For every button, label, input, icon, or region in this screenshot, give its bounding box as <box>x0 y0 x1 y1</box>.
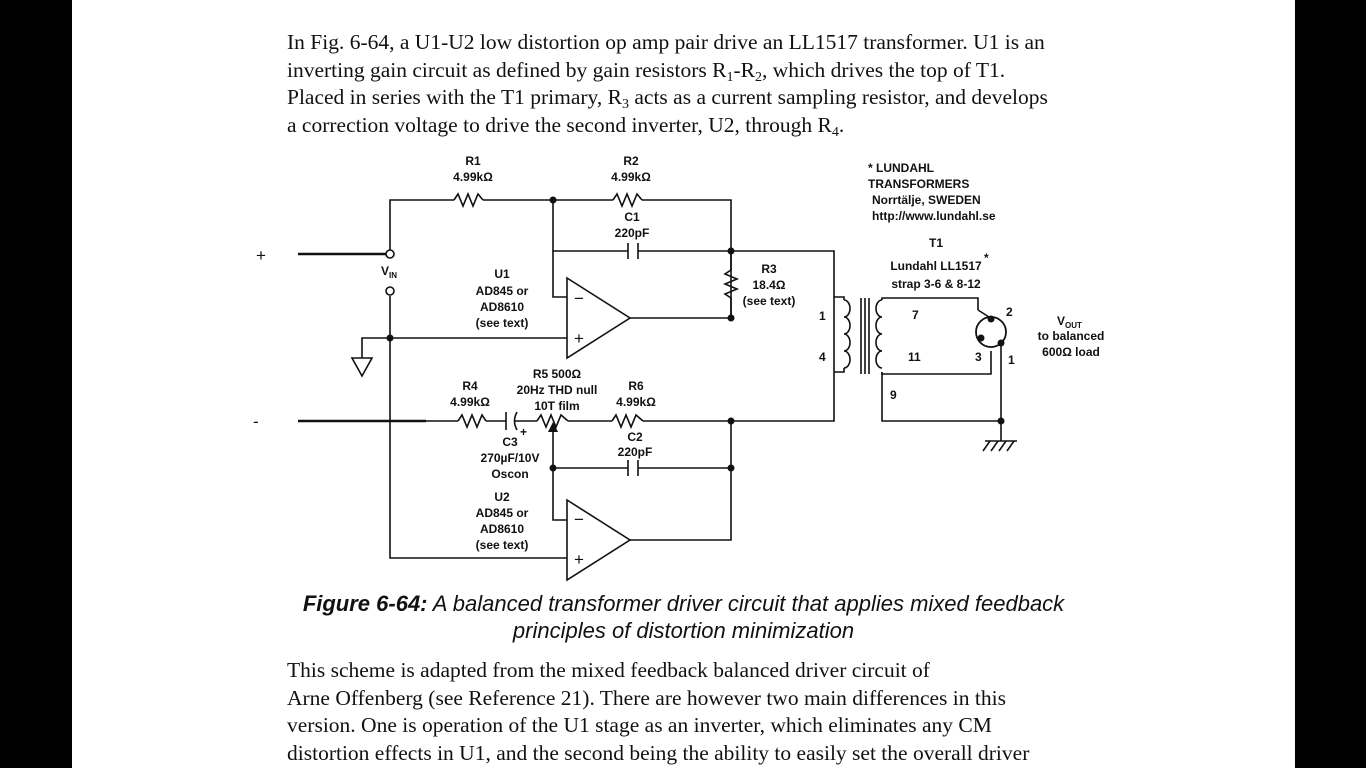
resistor-r5-icon <box>536 412 569 430</box>
xlr-pin-label: 1 <box>1008 353 1015 367</box>
c1-name: C1 <box>624 210 640 224</box>
t1-pin-label: 1 <box>819 309 826 323</box>
xlr-connector-icon <box>975 309 1007 348</box>
figure-caption-label: Figure 6-64: <box>302 591 428 616</box>
lundahl-note: http://www.lundahl.se <box>872 209 996 223</box>
transformer-t1-icon <box>843 298 883 374</box>
r3-note: (see text) <box>743 294 796 308</box>
u2-label: (see text) <box>476 538 529 552</box>
lundahl-note: * LUNDAHL <box>868 161 934 175</box>
vout-note: 600Ω load <box>1042 345 1100 359</box>
r3-name: R3 <box>761 262 777 276</box>
junctions <box>385 196 1005 472</box>
t1-asterisk: * <box>984 251 989 265</box>
r4-value: 4.99kΩ <box>450 395 490 409</box>
circuit-schematic: + - VIN R1 4.99kΩ R2 4.99kΩ C1 220pF R3 … <box>253 154 1105 582</box>
r5-wiper-icon <box>548 422 558 432</box>
u1-noninverting-input: + <box>574 329 584 348</box>
body-line: version. One is operation of the U1 stag… <box>287 713 992 738</box>
capacitor-c1-icon <box>627 243 639 259</box>
t1-pin-label: 11 <box>908 350 921 364</box>
figure-caption: Figure 6-64: A balanced transformer driv… <box>72 590 1295 644</box>
c3-label: Oscon <box>491 467 528 481</box>
ground-icon <box>350 357 374 378</box>
u1-label: U1 <box>494 267 510 281</box>
intro-line: a correction voltage to drive the second… <box>287 112 845 140</box>
resistor-r4-icon <box>457 412 487 430</box>
r3-value: 18.4Ω <box>753 278 786 292</box>
vin-label: VIN <box>381 264 397 280</box>
u2-noninverting-input: + <box>574 550 584 569</box>
t1-label: strap 3-6 & 8-12 <box>891 277 981 291</box>
t1-label: Lundahl LL1517 <box>890 259 982 273</box>
intro-line: inverting gain circuit as defined by gai… <box>287 57 1006 85</box>
u1-inverting-input: − <box>574 289 584 308</box>
resistor-r3-icon <box>722 269 740 299</box>
resistor-r1-icon <box>453 191 484 209</box>
intro-paragraph: In Fig. 6-64, a U1-U2 low distortion op … <box>287 29 1048 139</box>
body-paragraph: This scheme is adapted from the mixed fe… <box>287 657 1029 767</box>
resistor-r2-icon <box>612 191 643 209</box>
c3-label: C3 <box>502 435 518 449</box>
capacitor-c2-icon <box>627 460 639 476</box>
input-plus-label: + <box>256 246 266 265</box>
intro-line: Placed in series with the T1 primary, R3… <box>287 85 1048 113</box>
u2-inverting-input: − <box>574 510 584 529</box>
resistor-r6-icon <box>611 412 644 430</box>
input-minus-label: - <box>253 412 259 431</box>
c2-name: C2 <box>627 430 643 444</box>
vout-note: to balanced <box>1038 329 1105 343</box>
t1-label: T1 <box>929 236 943 250</box>
c1-value: 220pF <box>615 226 650 240</box>
u1-label: (see text) <box>476 316 529 330</box>
u2-label: AD8610 <box>480 522 524 536</box>
body-line: This scheme is adapted from the mixed fe… <box>287 658 930 682</box>
lundahl-note: Norrtälje, SWEDEN <box>872 193 981 207</box>
u1-label: AD8610 <box>480 300 524 314</box>
capacitor-c3-icon <box>505 411 518 431</box>
t1-pin-label: 4 <box>819 350 826 364</box>
figure-caption-text: principles of distortion minimization <box>512 618 855 643</box>
body-line: Arne Offenberg (see Reference 21). There… <box>287 685 1006 710</box>
c2-value: 220pF <box>618 445 653 459</box>
r5-label: 10T film <box>534 399 579 413</box>
t1-pin-label: 7 <box>912 308 919 322</box>
r5-label: 20Hz THD null <box>517 383 598 397</box>
u2-label: U2 <box>494 490 510 504</box>
xlr-pin-label: 2 <box>1006 305 1013 319</box>
r1-value: 4.99kΩ <box>453 170 493 184</box>
r1-name: R1 <box>465 154 481 168</box>
r5-label: R5 500Ω <box>533 367 582 381</box>
r6-value: 4.99kΩ <box>616 395 656 409</box>
u1-label: AD845 or <box>476 284 529 298</box>
xlr-pin-label: 3 <box>975 350 982 364</box>
r4-name: R4 <box>462 379 478 393</box>
figure-caption-text: A balanced transformer driver circuit th… <box>427 591 1065 616</box>
opamp-u1-icon <box>566 276 632 360</box>
r2-value: 4.99kΩ <box>611 170 651 184</box>
lundahl-note: TRANSFORMERS <box>868 177 969 191</box>
c3-label: 270µF/10V <box>481 451 540 465</box>
c3-polarity: + <box>520 425 527 439</box>
body-line: distortion effects in U1, and the second… <box>287 740 1030 765</box>
opamp-u2-icon <box>566 498 632 582</box>
t1-pin-label: 9 <box>890 388 897 402</box>
u2-label: AD845 or <box>476 506 529 520</box>
r6-name: R6 <box>628 379 644 393</box>
document-page: In Fig. 6-64, a U1-U2 low distortion op … <box>72 0 1295 768</box>
schematic-wires <box>298 199 1017 559</box>
vout-label: VOUT <box>1057 314 1082 330</box>
r2-name: R2 <box>623 154 639 168</box>
intro-line: In Fig. 6-64, a U1-U2 low distortion op … <box>287 30 1045 54</box>
